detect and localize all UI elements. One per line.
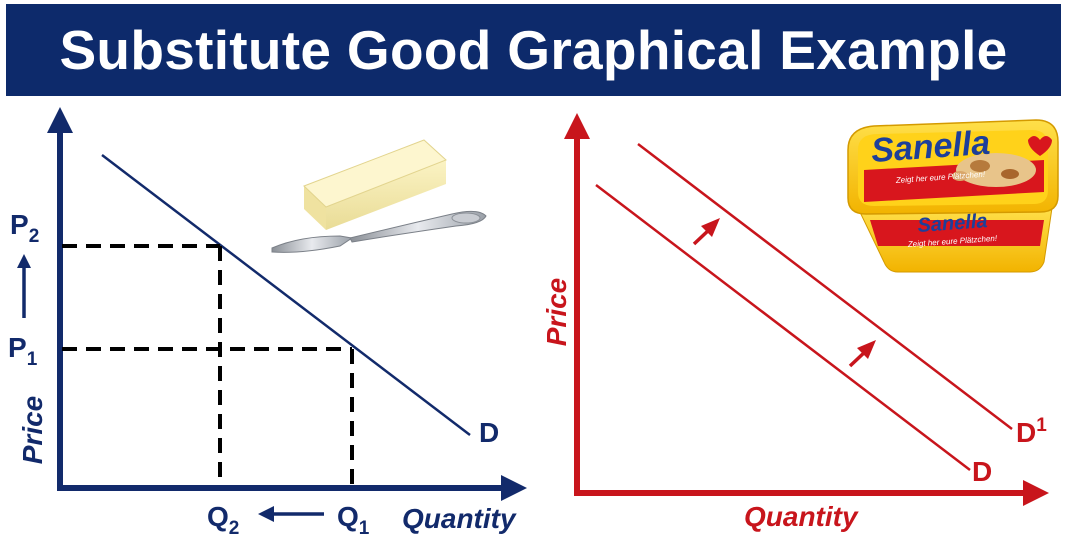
quantity-decrease-arrowhead	[258, 506, 274, 522]
right-demand-curve-shifted	[637, 143, 1013, 430]
right-demand-shifted-label: D1	[1016, 415, 1047, 448]
left-y-axis-title: Price	[17, 396, 48, 465]
left-demand-label: D	[479, 417, 499, 448]
left-demand-curve	[101, 154, 471, 436]
page-title: Substitute Good Graphical Example	[59, 19, 1008, 81]
left-y-axis-arrowhead	[47, 107, 73, 133]
left-graph: P2 P1 Price Q2 Q1 Quantity D	[8, 107, 527, 539]
right-y-axis-arrowhead	[564, 113, 590, 139]
shift-arrow-upper-head	[701, 218, 720, 237]
left-x-axis-title: Quantity	[402, 503, 517, 534]
right-x-axis-arrowhead	[1023, 480, 1049, 506]
left-x-axis-arrowhead	[501, 475, 527, 501]
q1-label: Q1	[337, 501, 370, 539]
sanella-brand-tub: Sanella	[917, 210, 988, 237]
left-dashed-guides	[62, 244, 354, 486]
right-y-axis-title: Price	[541, 278, 572, 347]
p2-label: P2	[10, 209, 39, 247]
right-demand-label: D	[972, 456, 992, 487]
right-graph: Price Quantity D D1 Sanella Zeigt her eu…	[541, 113, 1059, 532]
sanella-brand-lid: Sanella	[870, 124, 991, 170]
butter-image	[271, 139, 487, 253]
price-increase-arrowhead	[17, 254, 31, 268]
right-demand-curve-original	[595, 184, 971, 471]
margarine-tub-image: Sanella Zeigt her eure Plätzchen! Sanell…	[847, 119, 1059, 273]
shift-arrow-lower-head	[857, 340, 876, 359]
q2-label: Q2	[207, 501, 239, 539]
right-x-axis-title: Quantity	[744, 501, 859, 532]
p1-label: P1	[8, 332, 38, 370]
title-banner: Substitute Good Graphical Example	[6, 4, 1061, 96]
